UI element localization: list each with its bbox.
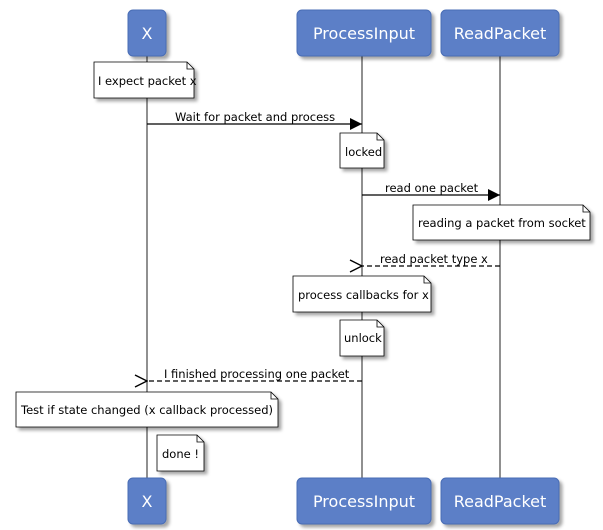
note-unlock: unlock <box>339 319 385 357</box>
note-process-callbacks: process callbacks for x <box>292 275 432 313</box>
participant-process-input-label-bottom: ProcessInput <box>313 492 415 511</box>
participant-read-packet-label: ReadPacket <box>454 24 547 43</box>
participant-x-label: X <box>142 24 153 43</box>
note-done: done ! <box>156 434 205 472</box>
note-done-text: done ! <box>162 447 199 461</box>
participant-process-input-bottom[interactable]: ProcessInput <box>296 477 432 525</box>
participant-x-bottom[interactable]: X <box>127 477 167 525</box>
message-finished-processing: I finished processing one packet <box>147 367 362 381</box>
message-wait-for-packet-label: Wait for packet and process <box>175 110 335 124</box>
note-unlock-text: unlock <box>344 331 382 345</box>
note-test-state-text: Test if state changed (x callback proces… <box>20 403 273 417</box>
participant-read-packet-bottom[interactable]: ReadPacket <box>440 477 560 525</box>
note-reading-packet: reading a packet from socket <box>412 204 591 241</box>
message-read-packet-type: read packet type x <box>362 252 500 266</box>
message-read-one-packet: read one packet <box>362 181 500 201</box>
note-locked-text: locked <box>345 145 382 159</box>
note-expect-packet-text: I expect packet x <box>98 74 197 88</box>
participant-read-packet-top[interactable]: ReadPacket <box>440 9 560 57</box>
message-read-packet-type-label: read packet type x <box>380 252 488 266</box>
participant-process-input-top[interactable]: ProcessInput <box>296 9 432 57</box>
participant-x-label-bottom: X <box>142 492 153 511</box>
note-process-callbacks-text: process callbacks for x <box>298 288 429 302</box>
participant-x-top[interactable]: X <box>127 9 167 57</box>
message-read-one-packet-label: read one packet <box>385 181 479 195</box>
participant-read-packet-label-bottom: ReadPacket <box>454 492 547 511</box>
participant-process-input-label: ProcessInput <box>313 24 415 43</box>
note-expect-packet: I expect packet x <box>93 61 197 99</box>
message-finished-processing-label: I finished processing one packet <box>164 367 350 381</box>
message-wait-for-packet: Wait for packet and process <box>147 110 362 130</box>
note-test-state: Test if state changed (x callback proces… <box>15 391 279 428</box>
note-reading-packet-text: reading a packet from socket <box>418 216 586 230</box>
note-locked: locked <box>339 132 385 169</box>
